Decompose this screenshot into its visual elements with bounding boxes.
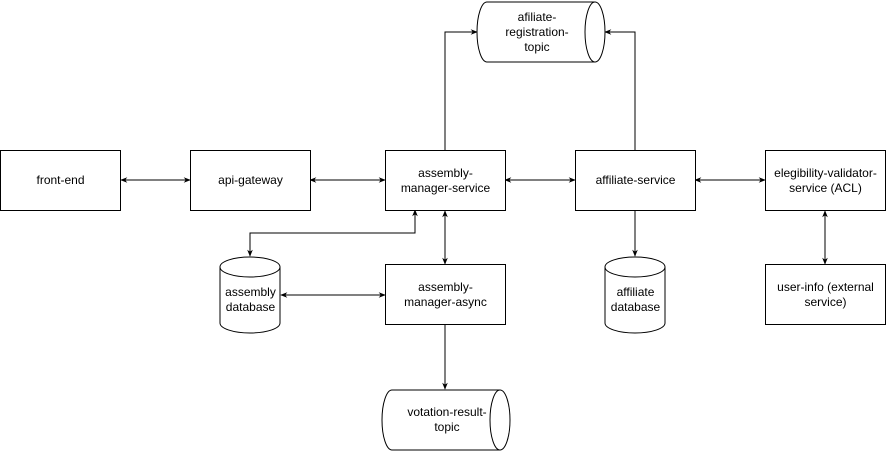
assembly-manager-service-box <box>385 150 506 211</box>
edge-affiliateservice-registrationtopic <box>604 29 636 150</box>
elegibility-validator-box <box>765 150 886 211</box>
edge-assemblymanager-registrationtopic <box>444 29 478 150</box>
affiliate-service-box <box>575 150 696 211</box>
votation-result-topic-shape <box>381 389 511 451</box>
edge-assemblymanager-assemblydb <box>247 209 418 257</box>
rect-nodes <box>0 150 886 325</box>
assembly-manager-async-box <box>385 264 506 325</box>
afiliate-registration-topic-shape <box>476 1 606 63</box>
affiliate-database-shape <box>604 256 666 334</box>
user-info-box <box>765 264 886 325</box>
assembly-database-shape <box>219 256 281 334</box>
api-gateway-box <box>190 150 311 211</box>
connectors <box>120 29 828 390</box>
front-end-box <box>0 150 121 211</box>
